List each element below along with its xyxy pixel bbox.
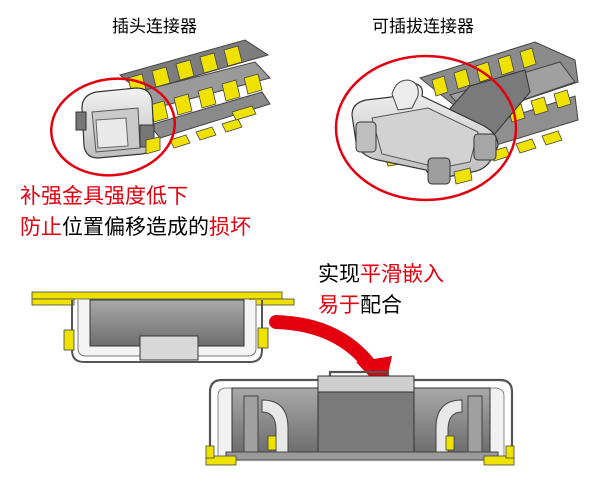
left-caption-line2: 防止位置偏移造成的损坏 [20,212,251,243]
pluggable-connector-illustration [334,41,579,202]
right-caption-line2: 易于配合 [318,290,444,321]
pluggable-connector-title: 可插拔连接器 [372,17,474,37]
receptacle-cross-section [205,370,515,466]
plug-connector-illustration [49,39,271,177]
plug-connector-title: 插头连接器 [112,17,197,37]
plug-cross-section [31,291,295,363]
left-caption-line1: 补强金具强度低下 [20,184,188,208]
right-caption: 实现平滑嵌入 易于配合 [318,259,444,321]
left-caption-middle: 位置偏移造成的 [62,215,209,239]
left-caption: 补强金具强度低下 防止位置偏移造成的损坏 [20,181,251,243]
mating-arrow [269,315,379,375]
right-caption-easy: 易于 [318,293,360,317]
right-caption-line1: 实现平滑嵌入 [318,259,444,290]
right-caption-mate: 配合 [360,293,402,317]
left-caption-prevent: 防止 [20,215,62,239]
right-caption-achieve: 实现 [318,262,360,286]
left-caption-damage: 损坏 [209,215,251,239]
right-caption-smooth-fit: 平滑嵌入 [360,262,444,286]
